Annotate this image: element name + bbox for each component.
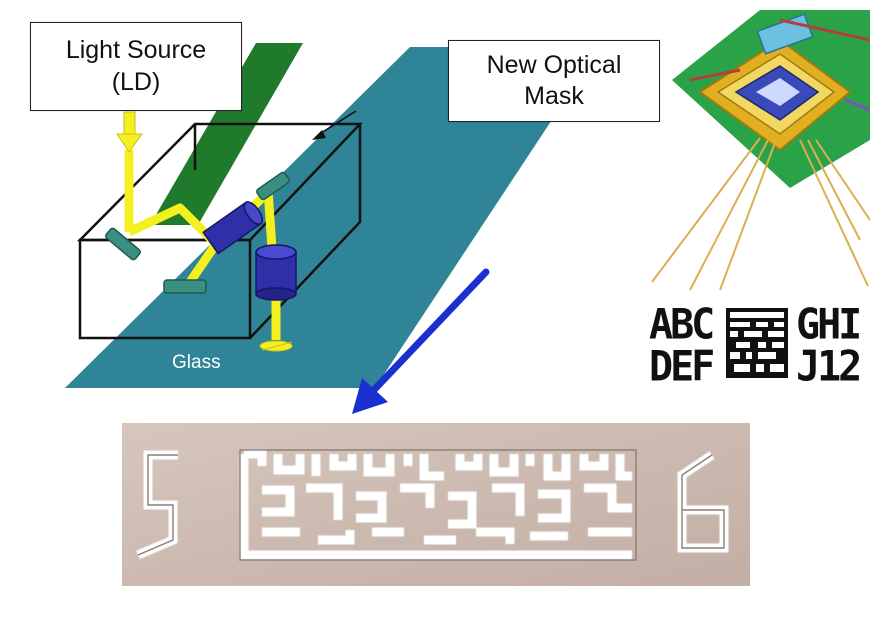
chip-marking-left-line2: DEF	[649, 342, 715, 392]
mirror-2	[163, 279, 207, 294]
mirror-1	[105, 227, 141, 261]
light-source-label: Light Source (LD)	[30, 22, 242, 111]
glass-label: Glass	[172, 352, 221, 373]
chip-data-matrix	[726, 308, 788, 378]
light-input-arrow	[116, 111, 143, 153]
optical-mask-label-line1: New Optical	[486, 50, 622, 79]
light-source-label-line2: (LD)	[111, 67, 161, 96]
optical-mask	[150, 43, 303, 225]
mirror-3	[256, 171, 290, 201]
beam-spot	[259, 340, 293, 352]
optical-mask-label-line2: Mask	[524, 82, 584, 110]
chip-marking-right-line1: GHI	[796, 300, 862, 350]
focusing-lens	[255, 244, 297, 301]
chip-package	[651, 10, 870, 291]
optical-mask-label: New Optical Mask	[448, 40, 660, 122]
chip-marking-left-line1: ABC	[649, 300, 715, 350]
beam-expander	[202, 201, 263, 255]
mask-direction-arrow	[312, 110, 357, 140]
marked-glass-photo	[122, 423, 750, 586]
chip-marking-right-line2: J12	[796, 342, 862, 392]
light-source-label-line1: Light Source	[65, 36, 207, 65]
motion-arrow	[352, 268, 490, 414]
glass-plate	[65, 47, 600, 388]
